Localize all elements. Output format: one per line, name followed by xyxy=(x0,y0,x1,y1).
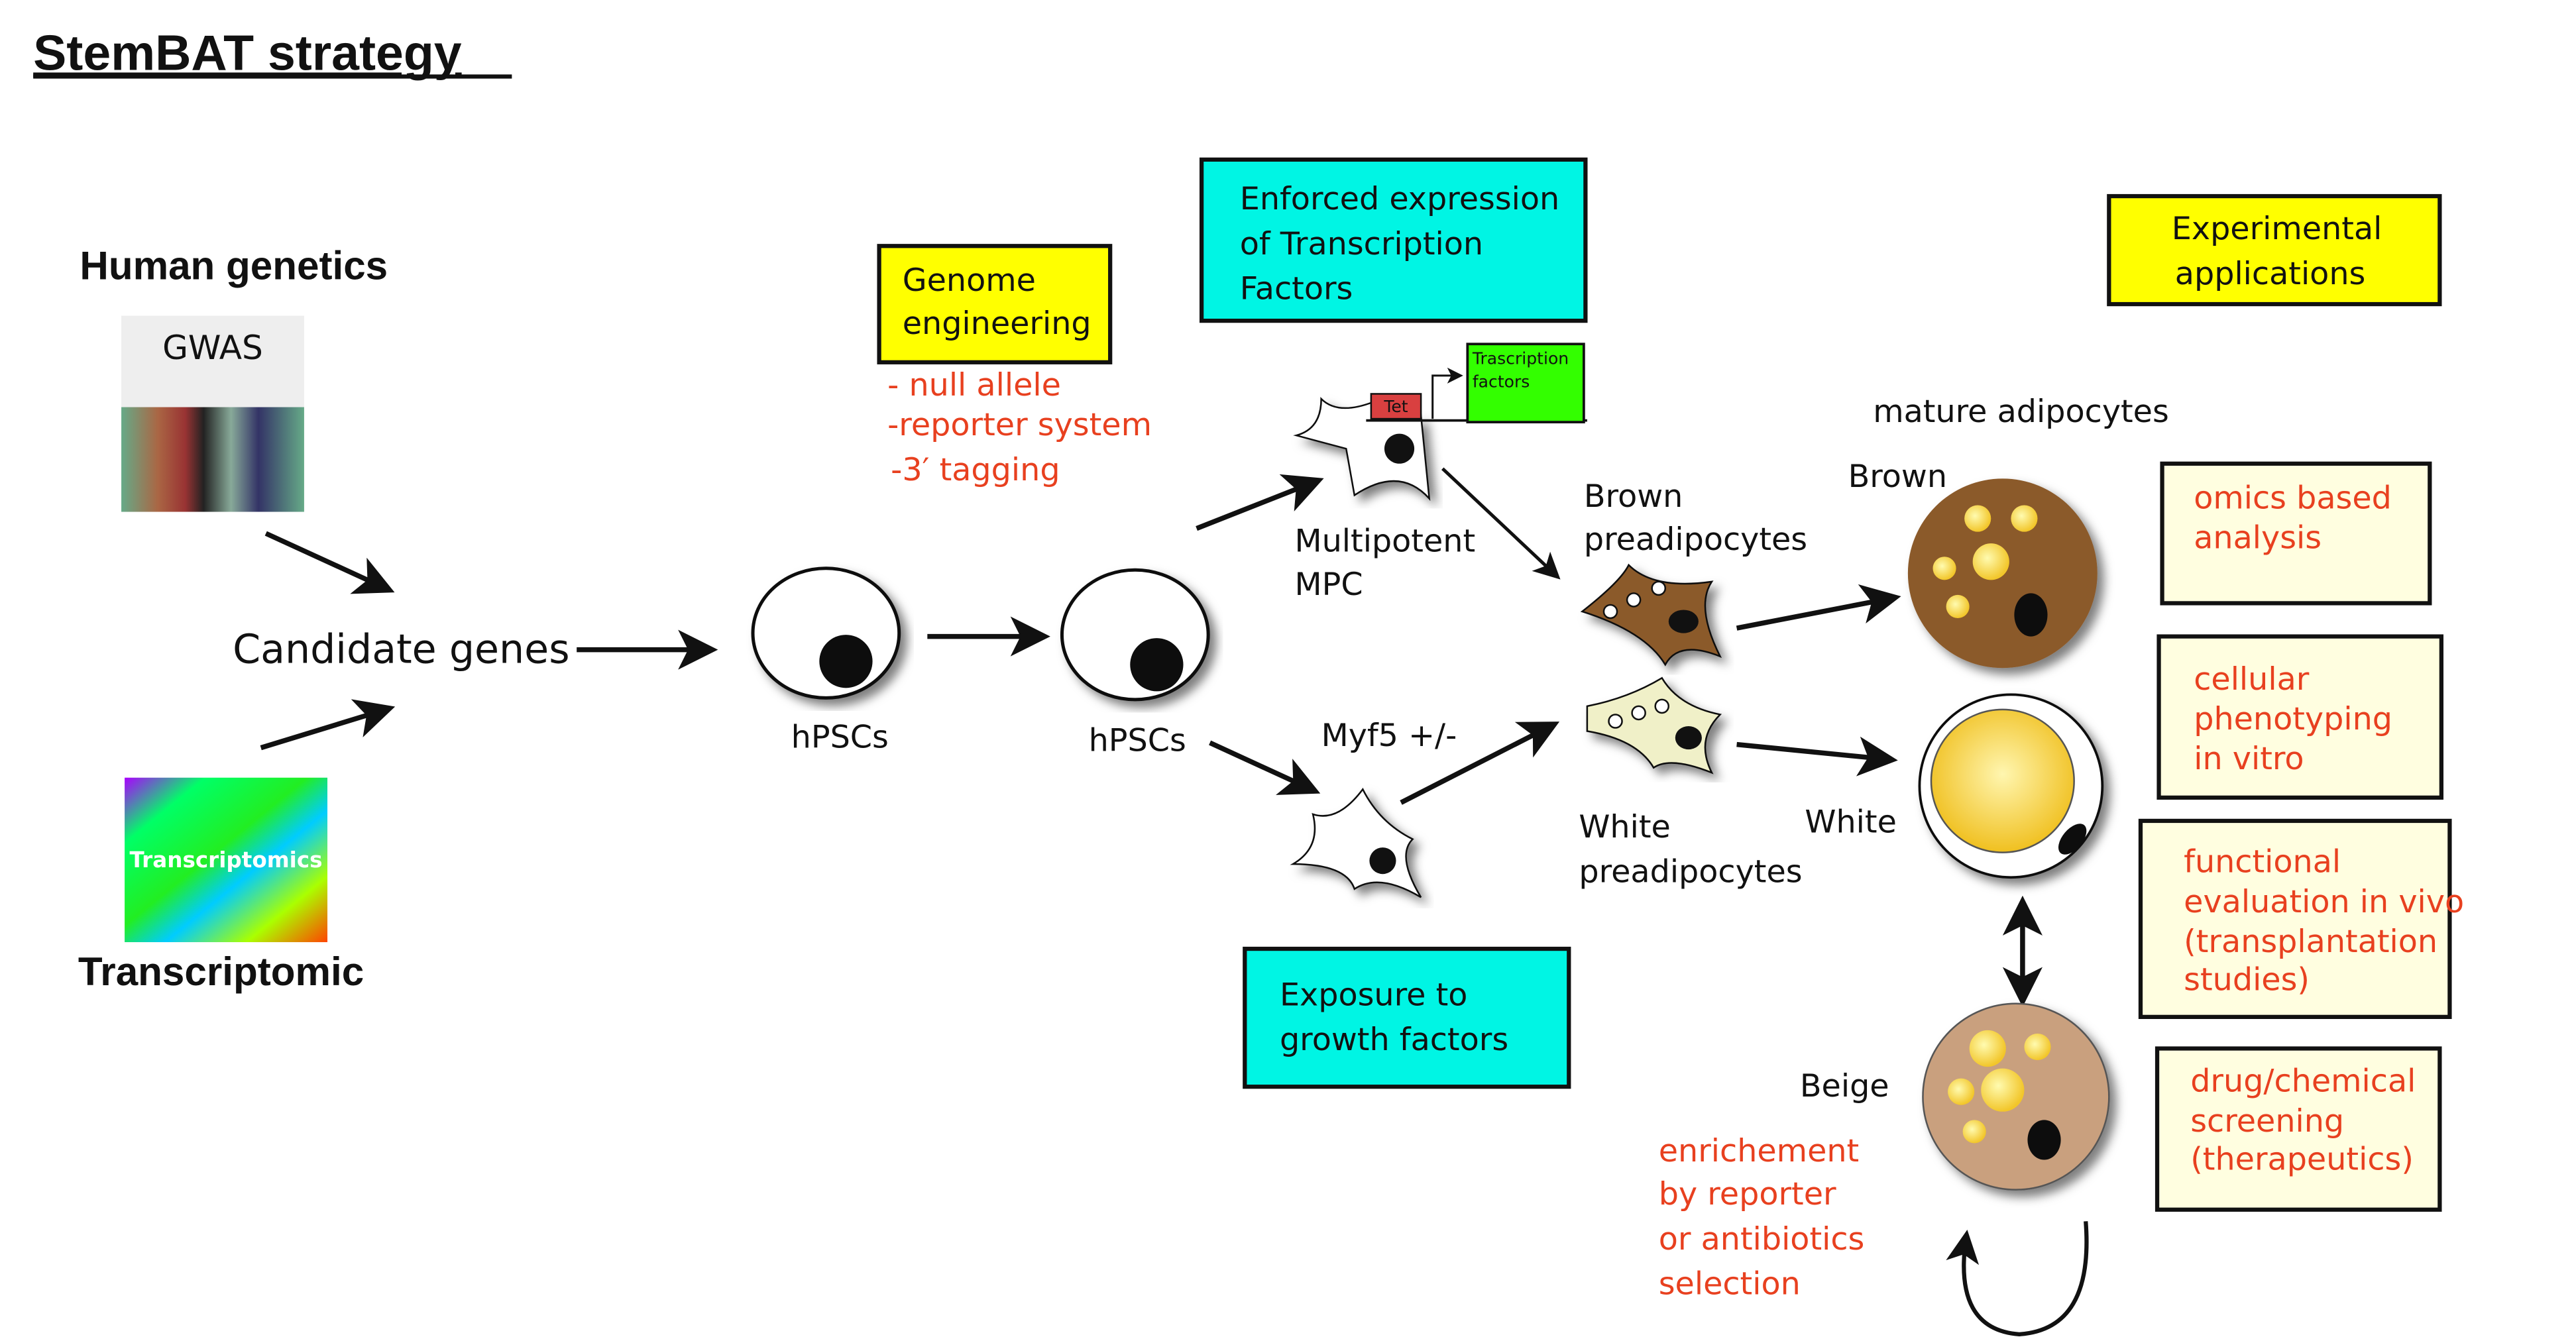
hpsc-label-2: hPSCs xyxy=(1089,723,1186,759)
tet-box xyxy=(1370,393,1422,420)
transcription-factors-box xyxy=(1466,343,1585,423)
enforced-expression-box xyxy=(1199,157,1588,323)
multipotent-label: MPC xyxy=(1295,566,1363,603)
arrow xyxy=(264,531,395,594)
application-line: in vitro xyxy=(2194,741,2304,777)
white-preadipocytes-label: preadipocytes xyxy=(1579,854,1802,890)
gwas-image-text: GWAS xyxy=(162,328,263,367)
application-line: (therapeutics) xyxy=(2190,1142,2414,1178)
experimental-applications-line: Experimental xyxy=(2172,211,2382,247)
experimental-applications-box xyxy=(2107,193,2442,307)
enrichment-line: by reporter xyxy=(1659,1176,1836,1212)
genome-engineering-detail: -reporter system xyxy=(887,407,1152,443)
transcription-factors-line: factors xyxy=(1473,372,1530,391)
application-omics: omics based analysis xyxy=(2160,461,2432,606)
page-title: StemBAT strategy xyxy=(33,25,462,80)
exposure-line: Exposure to xyxy=(1280,977,1467,1013)
application-line: (transplantation xyxy=(2184,924,2437,960)
beige-adipocyte-label: Beige xyxy=(1800,1068,1889,1104)
arrow xyxy=(1209,740,1321,795)
tet-label: Tet xyxy=(1383,397,1408,416)
arrow xyxy=(1196,474,1324,531)
white-preadipocyte-cell xyxy=(1586,676,1722,775)
transcriptomic-label: Transcriptomic xyxy=(78,949,364,994)
application-line: omics based xyxy=(2194,480,2392,516)
candidate-genes-label: Candidate genes xyxy=(233,627,569,673)
application-functional: functional evaluation in vivo (transplan… xyxy=(2138,818,2464,1019)
genome-engineering-line: Genome xyxy=(903,262,1036,299)
enforced-expression-line: Enforced expression xyxy=(1240,181,1559,217)
arrow xyxy=(1400,722,1560,805)
hpsc-cell-2 xyxy=(1060,568,1210,702)
brown-preadipocyte-cell xyxy=(1580,563,1722,667)
enforced-expression-line: Factors xyxy=(1240,271,1353,307)
mpc-cell xyxy=(1293,396,1431,502)
exposure-line: growth factors xyxy=(1280,1022,1508,1058)
enrichment-line: or antibiotics xyxy=(1659,1221,1865,1258)
brown-preadipocytes-label: Brown xyxy=(1584,478,1683,515)
application-line: evaluation in vivo xyxy=(2184,884,2464,920)
white-adipocyte xyxy=(1918,693,2104,879)
exposure-box xyxy=(1243,946,1571,1089)
myf5-nucleus xyxy=(1369,847,1396,875)
application-line: drug/chemical xyxy=(2190,1063,2416,1100)
application-drug-screening: drug/chemical screening (therapeutics) xyxy=(2155,1046,2442,1212)
beige-adipocyte xyxy=(1922,1002,2110,1191)
application-line: cellular xyxy=(2194,661,2310,698)
hpsc-label-1: hPSCs xyxy=(791,720,889,756)
enforced-expression-line: of Transcription xyxy=(1240,226,1483,262)
white-adipocyte-label: White xyxy=(1805,804,1896,841)
hpsc-cell-1 xyxy=(751,566,901,700)
self-renewal-arrow xyxy=(1946,1221,2089,1336)
mpc-nucleus xyxy=(1384,433,1415,464)
genome-engineering-box xyxy=(877,244,1113,364)
arrow xyxy=(260,699,396,751)
application-line: phenotyping xyxy=(2194,701,2392,737)
brown-preadipocytes-label: preadipocytes xyxy=(1584,521,1807,558)
application-line: screening xyxy=(2190,1103,2344,1140)
transcriptomics-image: Transcriptomics xyxy=(125,777,328,943)
enrichment-line: enrichement xyxy=(1659,1133,1860,1169)
transcription-factors-line: Trascription xyxy=(1472,349,1569,368)
application-cellular: cellular phenotyping in vitro xyxy=(2156,634,2444,800)
gwas-image: GWAS xyxy=(121,315,304,512)
white-preadipocytes-label: White xyxy=(1579,809,1670,845)
arrow xyxy=(1736,584,1901,631)
arrow xyxy=(1736,736,1898,777)
human-genetics-label: Human genetics xyxy=(80,243,388,288)
myf5-label: Myf5 +/- xyxy=(1321,718,1457,754)
brown-adipocyte-label: Brown xyxy=(1848,458,1947,495)
genome-engineering-detail: -3′ tagging xyxy=(891,452,1060,488)
genome-engineering-line: engineering xyxy=(903,305,1092,342)
enrichment-line: selection xyxy=(1659,1266,1801,1303)
myf5-cell xyxy=(1290,787,1422,898)
multipotent-label: Multipotent xyxy=(1295,523,1476,560)
genome-engineering-detail: - null allele xyxy=(887,367,1061,403)
experimental-applications-line: applications xyxy=(2175,256,2366,292)
brown-adipocyte xyxy=(1907,478,2098,669)
mature-adipocytes-label: mature adipocytes xyxy=(1873,394,2169,430)
application-line: functional xyxy=(2184,844,2341,881)
transcriptomics-image-text: Transcriptomics xyxy=(130,847,323,873)
application-line: studies) xyxy=(2184,962,2310,998)
arrow xyxy=(1441,467,1561,580)
promoter-arrow xyxy=(1431,367,1463,419)
application-line: analysis xyxy=(2194,520,2322,557)
